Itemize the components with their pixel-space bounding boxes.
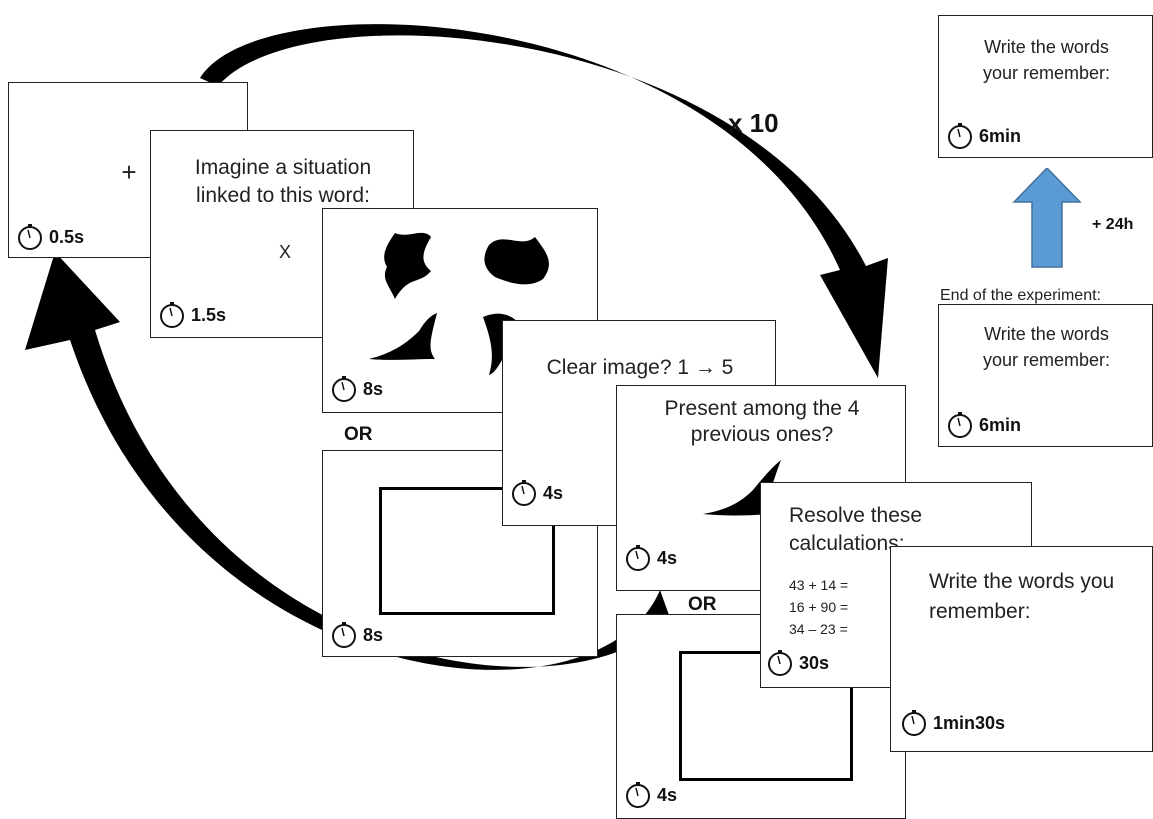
calc-time: 30s	[799, 652, 830, 673]
shapes-timer: 8s	[331, 375, 383, 403]
fixation-cross: +	[121, 157, 137, 187]
clarity-time: 4s	[543, 482, 564, 503]
rectangle-time: 8s	[363, 624, 384, 645]
rectangle2-timer: 4s	[625, 781, 677, 809]
recall-line2: remember:	[929, 600, 1031, 623]
word-instruction-line1: Imagine a situation	[194, 156, 372, 179]
word-time: 1.5s	[191, 304, 227, 325]
final-line2: your remember:	[982, 350, 1111, 370]
end-label: End of the experiment:	[940, 287, 1101, 304]
recall-time: 1min30s	[933, 712, 1006, 733]
stopwatch-icon	[626, 782, 650, 808]
stopwatch-icon	[512, 480, 536, 506]
stopwatch-icon	[948, 412, 972, 438]
stopwatch-icon	[332, 622, 356, 648]
delayed-line2: your remember:	[982, 63, 1111, 83]
repeat-label: x 10	[728, 108, 779, 138]
recall-line1: Write the words you	[929, 570, 1115, 593]
calc-line2: calculations:	[789, 532, 905, 555]
stopwatch-icon	[332, 376, 356, 402]
delay-label: + 24h	[1092, 216, 1134, 233]
calc-item: 34 – 23 =	[789, 621, 848, 637]
word-timer: 1.5s	[159, 301, 226, 329]
delayed-line1: Write the words	[984, 37, 1109, 57]
final-timer: 6min	[947, 411, 1021, 439]
stopwatch-icon	[768, 650, 792, 676]
fixation-time: 0.5s	[49, 226, 85, 247]
up-arrow-icon	[1012, 168, 1082, 268]
fixation-timer: 0.5s	[17, 223, 84, 251]
empty-rectangle	[379, 487, 555, 615]
stopwatch-icon	[902, 710, 926, 736]
bottom-loop-arrow	[25, 252, 670, 670]
stopwatch-icon	[160, 302, 184, 328]
final-line1: Write the words	[984, 324, 1109, 344]
recognition-line1: Present among the 4	[664, 397, 860, 420]
rectangle-timer: 8s	[331, 621, 383, 649]
clarity-question: Clear image? 1 → 5	[546, 356, 734, 379]
stopwatch-icon	[18, 224, 42, 250]
stopwatch-icon	[626, 545, 650, 571]
word-instruction-line2: linked to this word:	[196, 184, 370, 207]
or-label-1: OR	[344, 424, 373, 445]
recall-timer: 1min30s	[901, 709, 1005, 737]
or-label-2: OR	[688, 594, 717, 615]
recall-card: Write the words you remember: 1min30s	[890, 546, 1153, 752]
target-word: X	[278, 242, 291, 262]
rectangle2-time: 4s	[657, 784, 678, 805]
final-recall-card: Write the words your remember: 6min	[938, 304, 1153, 447]
stopwatch-icon	[948, 123, 972, 149]
delayed-timer: 6min	[947, 122, 1021, 150]
calc-line1: Resolve these	[789, 504, 923, 527]
delayed-time: 6min	[979, 125, 1022, 146]
shapes-time: 8s	[363, 378, 384, 399]
final-time: 6min	[979, 414, 1022, 435]
calc-timer: 30s	[767, 649, 829, 677]
recognition-line2: previous ones?	[690, 423, 834, 446]
delayed-recall-card: Write the words your remember: 6min	[938, 15, 1153, 158]
recognition-timer: 4s	[625, 544, 677, 572]
clarity-timer: 4s	[511, 479, 563, 507]
recognition-time: 4s	[657, 547, 678, 568]
calc-item: 43 + 14 =	[789, 577, 849, 593]
calc-item: 16 + 90 =	[789, 599, 849, 615]
